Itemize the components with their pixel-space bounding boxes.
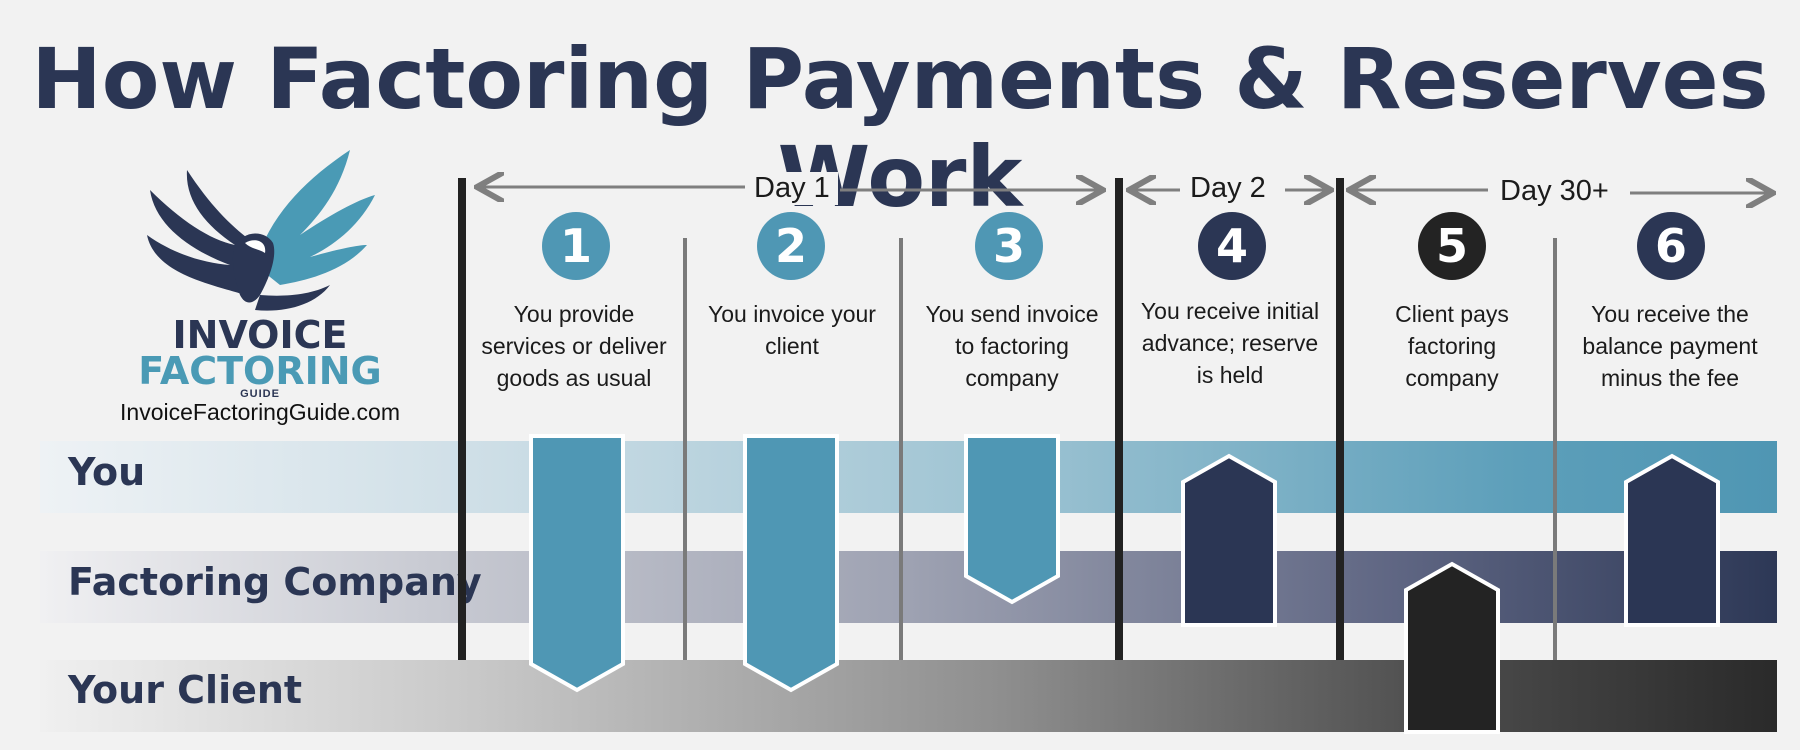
logo-url: InvoiceFactoringGuide.com bbox=[120, 399, 400, 425]
step-3-number: 3 bbox=[975, 212, 1043, 280]
step-4-flow-arrow bbox=[1181, 453, 1277, 627]
step-4-number: 4 bbox=[1198, 212, 1266, 280]
logo-line-factoring: FACTORING bbox=[138, 349, 382, 393]
day-2-label: Day 2 bbox=[1182, 172, 1274, 205]
logo-line-guide: GUIDE bbox=[240, 388, 280, 400]
step-5-flow-arrow bbox=[1404, 561, 1500, 734]
step-6-number: 6 bbox=[1637, 212, 1705, 280]
lane-label-factoring-company: Factoring Company bbox=[68, 560, 482, 604]
eagle-icon bbox=[147, 150, 375, 311]
step-2-number: 2 bbox=[757, 212, 825, 280]
step-separator bbox=[683, 238, 687, 660]
step-1-number: 1 bbox=[542, 212, 610, 280]
lane-label-you: You bbox=[68, 450, 146, 494]
day-30-label: Day 30+ bbox=[1492, 175, 1617, 208]
step-6-flow-arrow bbox=[1624, 453, 1720, 627]
day-separator bbox=[458, 178, 466, 660]
step-3-flow-arrow bbox=[964, 434, 1060, 605]
step-separator bbox=[899, 238, 903, 660]
step-1-flow-arrow bbox=[529, 434, 625, 693]
step-separator bbox=[1553, 238, 1557, 660]
logo: INVOICE FACTORING GUIDE InvoiceFactoring… bbox=[95, 145, 425, 425]
day-separator bbox=[1115, 178, 1123, 660]
lane-you bbox=[40, 441, 1777, 513]
logo-line-invoice: INVOICE bbox=[172, 313, 348, 357]
day-separator bbox=[1336, 178, 1344, 660]
page-title: How Factoring Payments & Reserves Work bbox=[31, 30, 1769, 226]
step-5-number: 5 bbox=[1418, 212, 1486, 280]
day-1-label: Day 1 bbox=[746, 172, 838, 205]
lane-label-your-client: Your Client bbox=[68, 668, 303, 712]
step-2-flow-arrow bbox=[743, 434, 839, 693]
